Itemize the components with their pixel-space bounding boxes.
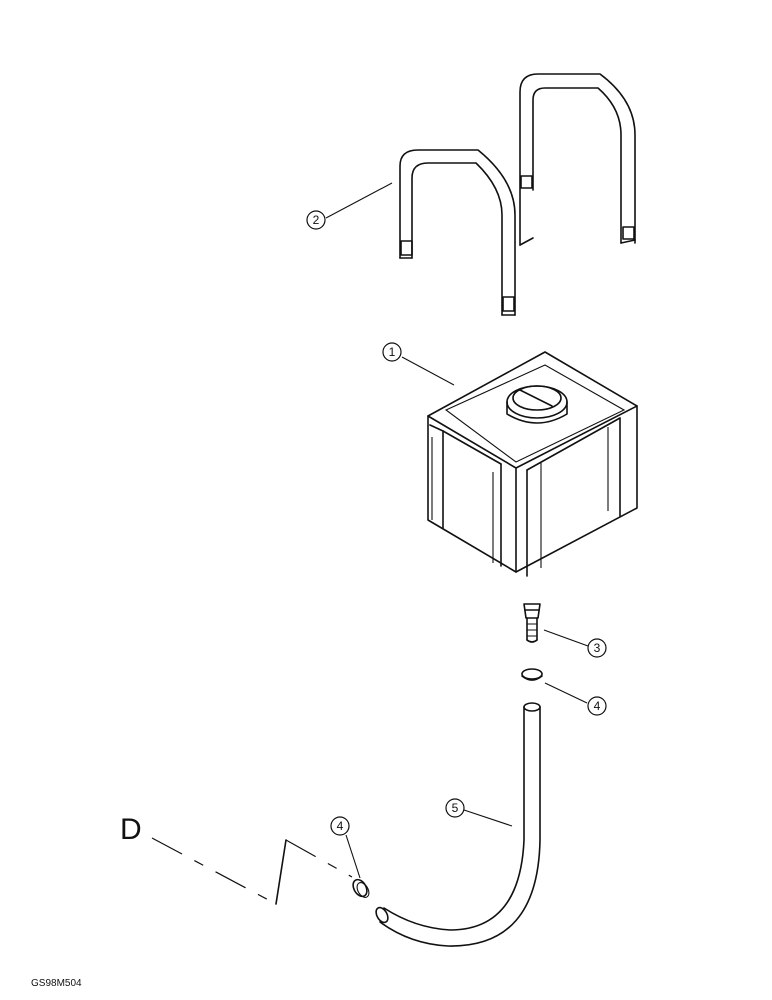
hose-clamp-upper: [521, 668, 543, 681]
svg-text:4: 4: [594, 699, 601, 713]
svg-text:3: 3: [594, 641, 601, 655]
callout-5: 5: [445, 798, 465, 818]
hose-fitting: [523, 603, 541, 643]
svg-text:4: 4: [337, 819, 344, 833]
fluid-tank: [427, 351, 638, 577]
hose-clamp-lower: [352, 878, 370, 898]
callout-4-upper: 4: [587, 696, 607, 716]
connection-letter: D: [120, 813, 142, 846]
drawing-code: GS98M504: [31, 978, 82, 989]
svg-text:1: 1: [389, 345, 396, 359]
hose: [375, 702, 541, 947]
callout-4-lower: 4: [330, 816, 350, 836]
callout-2: 2: [306, 210, 326, 230]
tank-strap-front: [399, 149, 516, 316]
svg-text:2: 2: [313, 213, 320, 227]
callout-1: 1: [382, 342, 402, 362]
leader-lines: [325, 182, 589, 879]
connection-line: [151, 837, 353, 905]
callout-3: 3: [587, 638, 607, 658]
tank-strap-rear: [519, 73, 636, 246]
svg-text:5: 5: [452, 801, 459, 815]
